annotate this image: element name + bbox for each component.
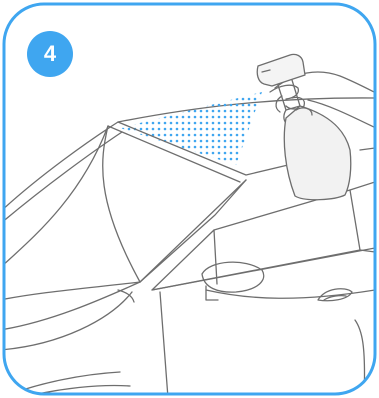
side-mirror <box>202 262 264 292</box>
step-number-badge: 4 <box>27 31 73 77</box>
spray-mist-icon <box>120 92 262 165</box>
door-outline <box>160 292 168 398</box>
